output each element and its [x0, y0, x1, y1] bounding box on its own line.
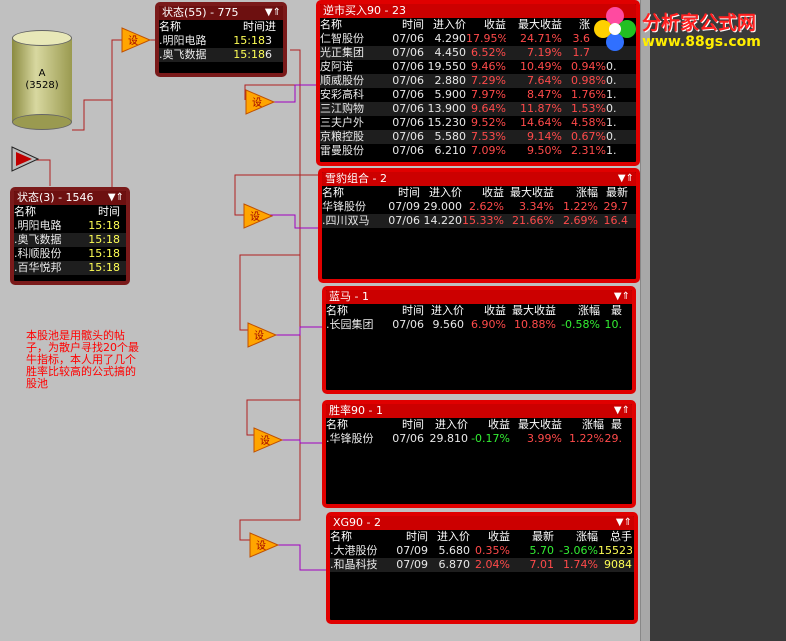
filter-node-label: 设: [256, 540, 266, 552]
database-count: (3528): [25, 80, 59, 91]
panel-title[interactable]: 胜率90 - 1▼⇑: [326, 404, 632, 418]
logo-name: 分析家公式网: [642, 12, 757, 34]
collapse-icon[interactable]: ▼⇑: [264, 7, 281, 18]
database-label: A: [38, 68, 46, 79]
panel-title[interactable]: 雪豹组合 - 2▼⇑: [322, 172, 636, 186]
filter-node[interactable]: 设: [244, 88, 276, 116]
panel-title[interactable]: 状态(3) - 1546▼⇑: [14, 191, 126, 205]
filter-node[interactable]: 设: [120, 26, 152, 54]
filter-node-label: 设: [250, 211, 260, 223]
panel-title[interactable]: 状态(55) - 775▼⇑: [159, 6, 283, 20]
panel-title[interactable]: 蓝马 - 1▼⇑: [326, 290, 632, 304]
collapse-icon[interactable]: ▼⇑: [107, 192, 124, 203]
filter-node-label: 设: [260, 435, 270, 447]
logo-url: www.88gs.com: [642, 34, 761, 50]
filter-node-label: 设: [252, 97, 262, 109]
stock-database[interactable]: A(3528): [12, 30, 72, 130]
filter-node[interactable]: 设: [246, 321, 278, 349]
input-filter-node[interactable]: [10, 145, 40, 173]
filter-node-label: 设: [128, 35, 138, 47]
flow-wires: [36, 39, 326, 571]
filter-node-label: 设: [254, 330, 264, 342]
filter-node[interactable]: 设: [242, 202, 274, 230]
flower-logo-icon: [594, 7, 636, 51]
collapse-icon[interactable]: ▼⇑: [613, 291, 630, 302]
right-pane: [650, 0, 786, 641]
vertical-scrollbar[interactable]: [640, 0, 651, 641]
collapse-icon[interactable]: ▼⇑: [617, 173, 634, 184]
annotation-note: 本股池是用髋头的帖子，为散户寻找20个最牛指标，本人用了几个胜率比较高的公式搞的…: [26, 329, 139, 390]
panel-state55[interactable]: 状态(55) - 775▼⇑ 名称 时间 进 .明阳电路 15:18 3 .奥飞…: [155, 2, 287, 77]
collapse-icon[interactable]: ▼⇑: [613, 405, 630, 416]
site-logo: 分析家公式网 www.88gs.com: [588, 2, 784, 56]
filter-node[interactable]: 设: [248, 531, 280, 559]
filter-node[interactable]: 设: [252, 426, 284, 454]
collapse-icon[interactable]: ▼⇑: [615, 517, 632, 528]
panel-title[interactable]: 逆市买入90 - 23: [320, 4, 636, 18]
panel-title[interactable]: XG90 - 2▼⇑: [330, 516, 634, 530]
